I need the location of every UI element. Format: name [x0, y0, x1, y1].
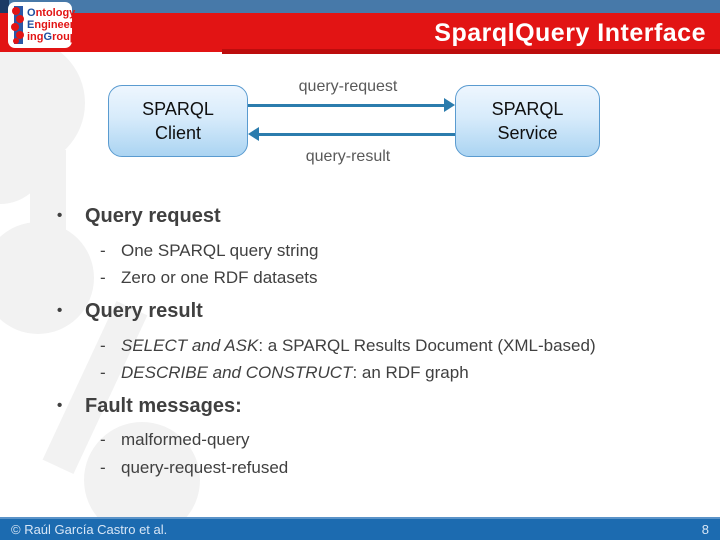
dash-icon: - [100, 268, 106, 287]
dash-icon: - [100, 363, 106, 382]
sparql-client-box-line1: SPARQL [142, 98, 214, 119]
oeg-logo-icon [11, 6, 24, 44]
bullet-fault-messages: • Fault messages: [57, 395, 242, 418]
bullet-query-request: • Query request [57, 205, 221, 228]
arrowhead-left-icon [248, 127, 259, 141]
subitem-text: malformed-query [121, 430, 250, 449]
dash-icon: - [100, 430, 106, 449]
subitem-text: One SPARQL query string [121, 241, 319, 260]
query-result-label: query-result [305, 148, 391, 165]
subitem-describe-and-construct: - DESCRIBE and CONSTRUCT: an RDF graph [100, 363, 469, 383]
subitem-malformed-query: - malformed-query [100, 430, 250, 450]
sparql-client-box-line2: Client [154, 123, 202, 143]
query-request-label: query-request [298, 78, 398, 95]
subitem-text: Zero or one RDF datasets [121, 268, 318, 287]
dash-icon: - [100, 336, 106, 355]
header-blue-stripe [0, 0, 720, 13]
footer-copyright: © Raúl García Castro et al. [11, 522, 168, 537]
bullet-icon: • [57, 302, 63, 319]
result-arrow-line [258, 133, 455, 136]
slide-footer: © Raúl García Castro et al. 8 [0, 517, 720, 540]
logo-line-1: Ontology [27, 6, 76, 19]
oeg-logo-text: Ontology Engineer ingGroup [27, 7, 77, 43]
sparql-service-box-line1: SPARQL [491, 98, 564, 119]
subitem-one-sparql-query-string: - One SPARQL query string [100, 241, 318, 261]
sparql-service-box-line2: Service [497, 123, 558, 143]
bullet-label: Query request [85, 205, 221, 227]
subitem-zero-or-one-rdf-datasets: - Zero or one RDF datasets [100, 268, 318, 288]
dash-icon: - [100, 241, 106, 260]
dash-icon: - [100, 458, 106, 477]
subitem-query-request-refused: - query-request-refused [100, 458, 288, 478]
header-banner-underline [222, 49, 720, 54]
bullet-icon: • [57, 397, 63, 414]
header-red-banner [0, 13, 720, 52]
logo-line-3: ingGroup [27, 31, 77, 44]
header-corner-accent [0, 0, 9, 13]
decor-circle [0, 222, 94, 334]
subitem-select-and-ask: - SELECT and ASK: a SPARQL Results Docum… [100, 336, 596, 356]
logo-line-2: Engineer [27, 18, 75, 31]
bullet-icon: • [57, 207, 63, 224]
slide-title: SparqlQuery Interface [434, 19, 706, 47]
bullet-label: Query result [85, 300, 203, 322]
subitem-text: query-request-refused [121, 458, 289, 477]
sparql-service-box: SPARQL Service [455, 85, 600, 157]
sparql-client-box: SPARQL Client [108, 85, 248, 157]
bullet-label: Fault messages: [85, 395, 242, 417]
oeg-logo: Ontology Engineer ingGroup [8, 2, 77, 48]
subitem-text: SELECT and ASK: a SPARQL Results Documen… [121, 336, 596, 355]
request-arrow-line [248, 104, 448, 107]
subitem-text: DESCRIBE and CONSTRUCT: an RDF graph [121, 363, 469, 382]
footer-page-number: 8 [701, 522, 709, 537]
arrowhead-right-icon [444, 98, 455, 112]
bullet-query-result: • Query result [57, 300, 203, 323]
